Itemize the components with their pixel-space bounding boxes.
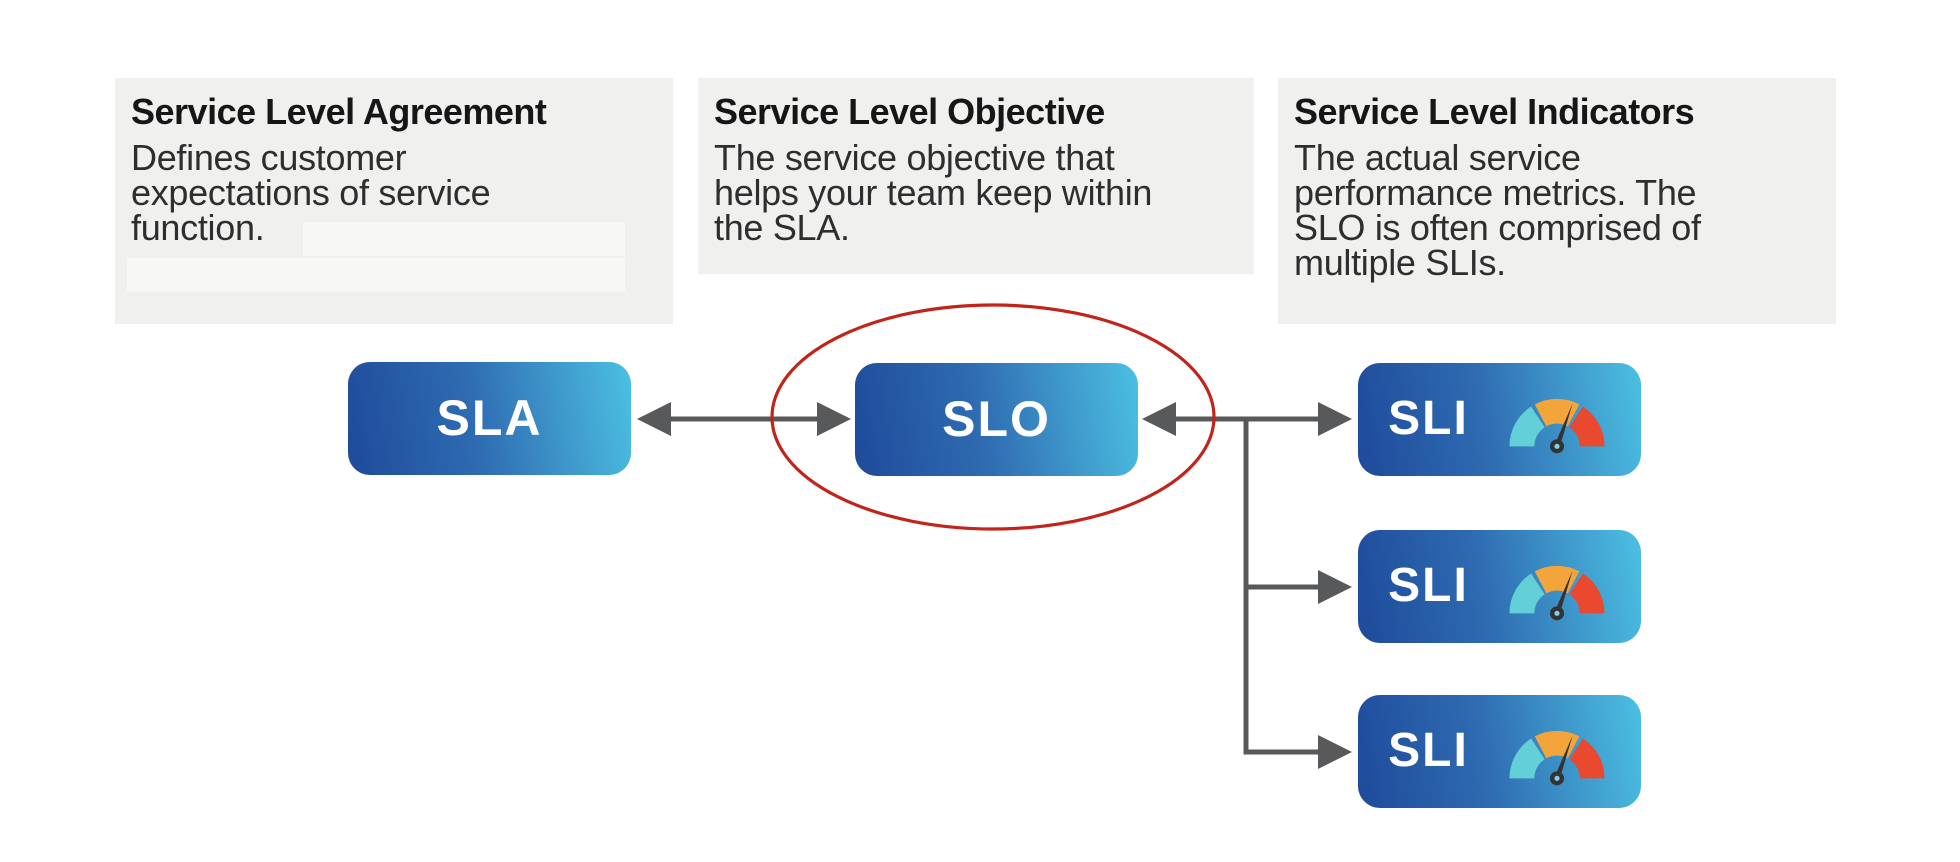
card-title: Service Level Agreement	[131, 91, 547, 132]
gauge-icon	[1503, 720, 1611, 787]
node-sli-3: SLI	[1358, 695, 1641, 808]
gauge-icon	[1503, 388, 1611, 455]
sla-slo-double-arrow	[637, 402, 851, 436]
slo-sli-connector	[1142, 402, 1352, 769]
card-body: Defines customer expectations of service…	[131, 137, 491, 248]
card-slo-definition: Service Level Objective The service obje…	[698, 78, 1254, 274]
node-label: SLA	[436, 389, 543, 446]
card-body: The service objective that helps your te…	[714, 137, 1153, 248]
card-sla-definition: Service Level Agreement Defines customer…	[115, 78, 673, 324]
node-sli-1: SLI	[1358, 363, 1641, 476]
node-slo: SLO	[855, 363, 1138, 476]
card-sli-definition: Service Level Indicators The actual serv…	[1278, 78, 1836, 324]
card-title: Service Level Indicators	[1294, 91, 1695, 132]
erased-text-patch	[127, 258, 625, 292]
card-title: Service Level Objective	[714, 91, 1105, 132]
gauge-icon	[1503, 555, 1611, 622]
node-label: SLI	[1388, 723, 1469, 777]
card-body: The actual service performance metrics. …	[1294, 137, 1701, 283]
erased-text-patch	[303, 222, 625, 256]
node-label: SLI	[1388, 558, 1469, 612]
node-sli-2: SLI	[1358, 530, 1641, 643]
node-sla: SLA	[348, 362, 631, 475]
node-label: SLI	[1388, 391, 1469, 445]
node-label: SLO	[942, 390, 1051, 447]
